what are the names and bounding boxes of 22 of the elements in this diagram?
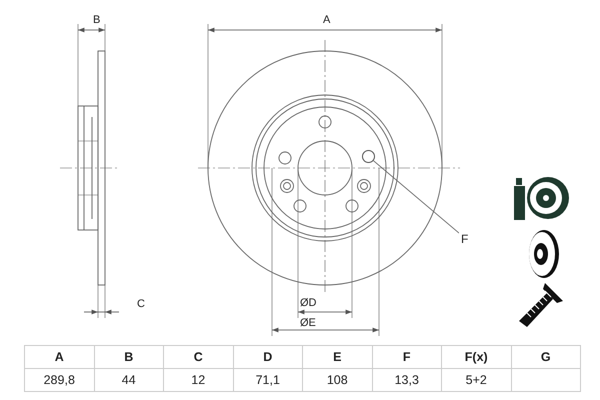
dimension-label: A — [323, 14, 330, 27]
leader-line — [373, 160, 460, 234]
table-header-cell: E — [303, 346, 372, 369]
table-header-cell: F — [372, 346, 442, 369]
table-cell: 12 — [164, 369, 234, 392]
table-cell: 5+2 — [442, 369, 512, 392]
table-header-cell: F(x) — [442, 346, 512, 369]
table-cell: 44 — [94, 369, 164, 392]
dimension-label: B — [93, 14, 100, 27]
table-header-cell: D — [234, 346, 303, 369]
table-header-cell: B — [94, 346, 164, 369]
table-cell: 289,8 — [25, 369, 94, 392]
table-header-cell: A — [25, 346, 94, 369]
table-cell: 71,1 — [234, 369, 303, 392]
table-header-cell: C — [164, 346, 234, 369]
dimension-label: ØE — [300, 317, 316, 330]
dimension-label: ØD — [300, 297, 316, 310]
table-cell: 13,3 — [372, 369, 442, 392]
bolt-hole — [362, 150, 375, 163]
table-cell: 108 — [303, 369, 372, 392]
dimension-label: C — [137, 298, 145, 311]
table-header-cell: G — [512, 346, 581, 369]
